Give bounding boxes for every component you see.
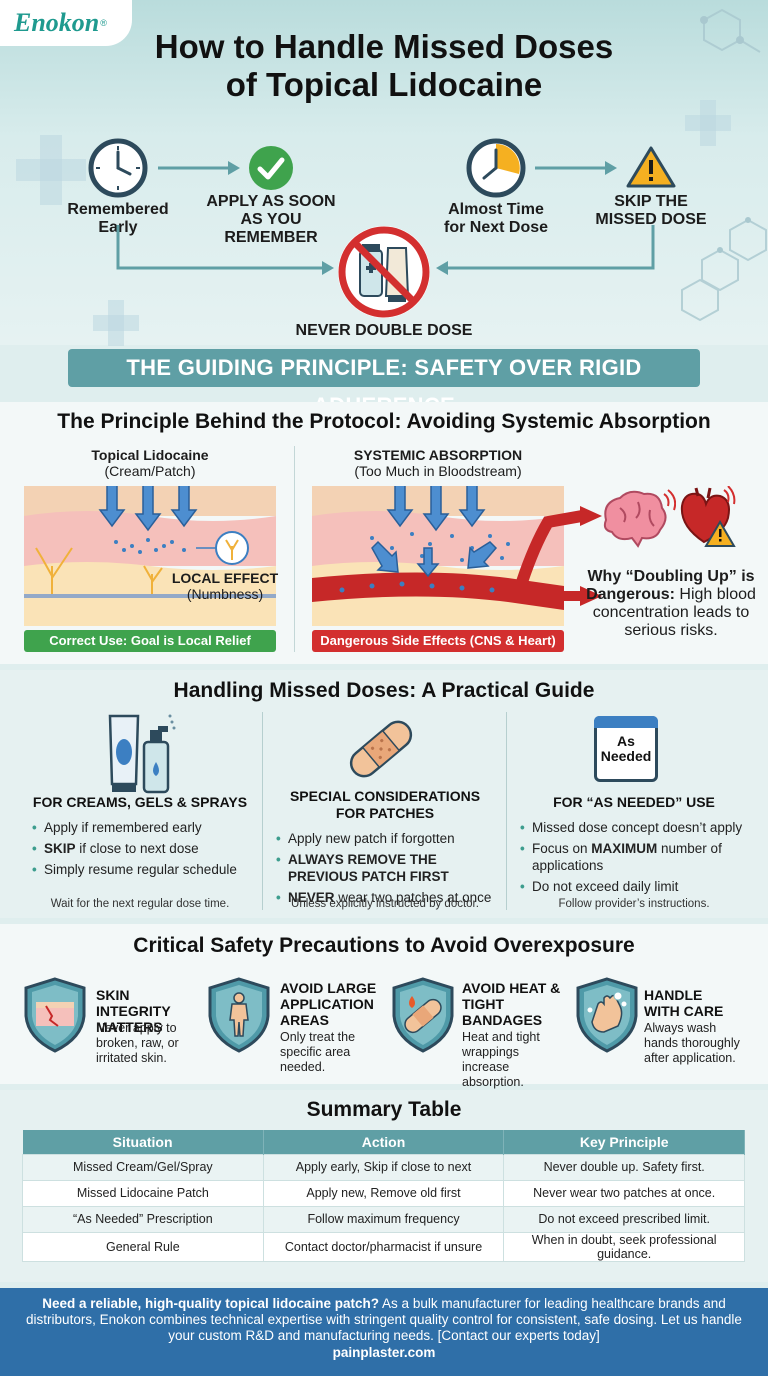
list-item: Apply new patch if forgotten [274,830,496,847]
list-item: ALWAYS REMOVE THE PREVIOUS PATCH FIRST [274,851,496,885]
skin-integrity-shield-icon [24,977,86,1053]
table-header-row: Situation Action Key Principle [22,1130,745,1154]
logo-reg-mark: ® [100,18,107,28]
table-row: “As Needed” Prescription Follow maximum … [22,1205,745,1233]
table-header-cell: Situation [22,1130,264,1154]
table-cell: Follow maximum frequency [262,1205,505,1233]
guiding-principle-banner: THE GUIDING PRINCIPLE: SAFETY OVER RIGID… [68,349,700,418]
heart-icon [680,486,736,547]
precaution-text-skin: Never apply to broken, raw, or irritated… [96,1021,179,1065]
local-effect-label: LOCAL EFFECT(Numbness) [171,570,279,602]
no-double-dose-icon [338,226,430,318]
guide-divider [506,712,507,910]
guide-col-as-needed-foot: Follow provider’s instructions. [558,898,710,910]
table-header-cell: Action [263,1130,505,1154]
precautions-section [0,924,768,1084]
precautions-title: Critical Safety Precautions to Avoid Ove… [133,934,635,957]
table-cell: Missed Lidocaine Patch [22,1179,264,1207]
page-title: How to Handle Missed Doses of Topical Li… [100,28,668,104]
clock-early-icon [88,138,148,198]
list-item: Apply if remembered early [30,819,250,836]
table-cell: Apply early, Skip if close to next [262,1153,505,1181]
table-cell: General Rule [22,1231,264,1262]
bandage-patch-icon [349,720,413,778]
list-item: SKIP if close to next dose [30,840,250,857]
table-header-cell: Key Principle [503,1130,745,1154]
guide-divider [262,712,263,910]
guide-col-as-needed-title: FOR “AS NEEDED” USE [553,794,715,810]
principle-title: The Principle Behind the Protocol: Avoid… [57,410,711,433]
decor-cross [685,115,731,131]
table-cell: When in doubt, seek professional guidanc… [503,1231,745,1262]
table-cell: Contact doctor/pharmacist if unsure [262,1231,505,1262]
precaution-text-area: Only treat the specific area needed. [280,1030,356,1074]
guide-title: Handling Missed Doses: A Practical Guide [173,679,595,702]
topical-lidocaine-label: Topical Lidocaine(Cream/Patch) [91,447,209,479]
flow-label-never-double: NEVER DOUBLE DOSE [295,322,473,339]
table-row: Missed Lidocaine Patch Apply new, Remove… [22,1179,745,1207]
warning-icon [626,146,676,188]
list-item: NEVER wear two patches at once [274,889,496,906]
table-cell: Never wear two patches at once. [503,1179,745,1207]
guide-col-patches-foot: Unless explicitly instructed by doctor. [291,898,479,910]
body-area-shield-icon [208,977,270,1053]
table-cell: Do not exceed prescribed limit. [503,1205,745,1233]
decor-cross [93,315,139,331]
dangerous-effects-pill: Dangerous Side Effects (CNS & Heart) [312,630,564,652]
guide-col-creams-title: FOR CREAMS, GELS & SPRAYS [32,794,248,810]
precaution-text-care: Always wash hands thoroughly after appli… [644,1021,740,1065]
skin-systemic-diagram-icon [312,486,602,626]
table-cell: Missed Cream/Gel/Spray [22,1153,264,1181]
systemic-absorption-label: SYSTEMIC ABSORPTION(Too Much in Bloodstr… [353,447,523,479]
molecule-decor-icon [681,8,767,322]
table-row: General Rule Contact doctor/pharmacist i… [22,1231,745,1262]
clock-late-icon [466,138,526,198]
cream-spray-icon [108,714,176,794]
why-doubling-text: Why “Doubling Up” is Dangerous: High blo… [586,568,756,639]
table-cell: “As Needed” Prescription [22,1205,264,1233]
checkmark-icon [249,146,293,190]
brand-logo[interactable]: Enokon® [0,0,132,46]
footer-cta-bold: Need a reliable, high-quality topical li… [42,1296,380,1311]
logo-text: Enokon [14,8,100,37]
page-title-line-1: How to Handle Missed Doses [154,28,614,65]
list-item: Do not exceed daily limit [518,878,750,895]
guide-col-creams-foot: Wait for the next regular dose time. [50,898,230,910]
principle-divider [294,446,295,652]
table-cell: Apply new, Remove old first [262,1179,505,1207]
hand-wash-shield-icon [576,977,638,1053]
list-item: Simply resume regular schedule [30,861,250,878]
flow-arrows-icon [116,161,655,275]
footer-site-link[interactable]: painplaster.com [332,1345,436,1360]
decor-cross [16,159,86,181]
guide-col-creams: FOR CREAMS, GELS & SPRAYS Apply if remem… [30,794,250,882]
correct-use-pill: Correct Use: Goal is Local Relief [24,630,276,652]
skin-local-diagram-icon [24,486,276,626]
brain-icon [603,489,676,548]
guide-col-as-needed: FOR “AS NEEDED” USE Missed dose concept … [518,794,750,899]
summary-table: Situation Action Key Principle Missed Cr… [22,1130,745,1262]
page-title-line-2: of Topical Lidocaine [225,66,543,103]
heat-bandage-shield-icon [392,977,454,1053]
footer-cta-text[interactable]: As a bulk manufacturer for leading healt… [26,1296,742,1343]
precaution-text-heat: Heat and tight wrappings increase absorp… [462,1030,540,1089]
summary-title: Summary Table [306,1098,462,1121]
table-row: Missed Cream/Gel/Spray Apply early, Skip… [22,1153,745,1181]
list-item: Focus on MAXIMUM number of applications [518,840,750,874]
list-item: Missed dose concept doesn’t apply [518,819,750,836]
table-cell: Never double up. Safety first. [503,1153,745,1181]
footer-cta: Need a reliable, high-quality topical li… [0,1288,768,1376]
